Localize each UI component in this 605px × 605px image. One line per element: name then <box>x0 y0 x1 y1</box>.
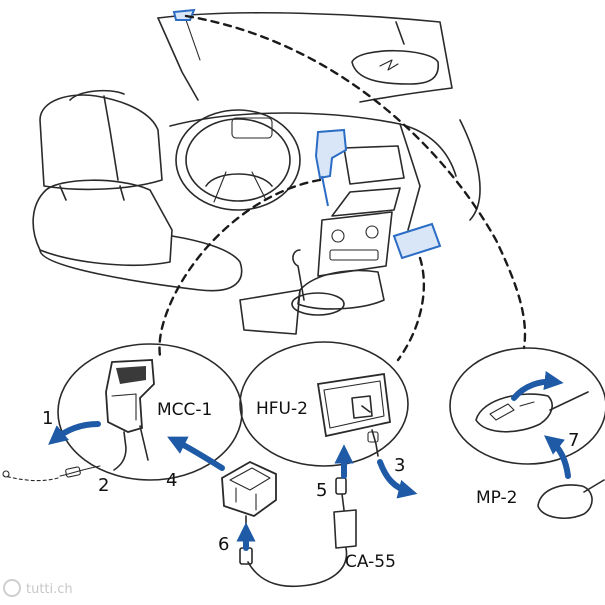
label-mcc: MCC-1 <box>157 400 212 420</box>
label-hfu: HFU-2 <box>256 399 308 419</box>
arrow-1 <box>48 421 101 445</box>
arrow-7-bottom <box>544 435 571 479</box>
arrow-3 <box>377 459 418 499</box>
arrow-7-top <box>511 371 564 401</box>
ca55-cable <box>239 477 357 588</box>
mounted-hfu-highlight <box>392 222 442 260</box>
detail-circle-hfu <box>239 341 409 467</box>
car-interior <box>32 11 481 335</box>
label-ca: CA-55 <box>345 552 396 572</box>
watermark-text: tutti.ch <box>26 582 73 597</box>
mounted-holder-highlight <box>314 128 348 207</box>
hfu-unit <box>316 372 391 457</box>
mounted-mic-highlight <box>172 8 196 21</box>
mcc-holder <box>105 359 155 471</box>
step-7: 7 <box>568 430 579 451</box>
detail-circle-mcc <box>57 343 243 481</box>
arrow-4 <box>167 436 225 471</box>
watermark: tutti.ch <box>3 579 73 597</box>
step-1: 1 <box>42 408 53 429</box>
steering-wheel <box>175 109 301 211</box>
step-3: 3 <box>394 455 405 476</box>
cable-left <box>2 465 101 482</box>
center-console <box>239 145 405 335</box>
step-5: 5 <box>316 480 327 501</box>
rearview-mirror <box>351 21 439 85</box>
step-arrows <box>48 371 571 551</box>
mp-microphone <box>475 391 605 519</box>
step-6: 6 <box>218 534 229 555</box>
step-2: 2 <box>98 475 109 496</box>
driver-seat <box>32 89 243 292</box>
step-4: 4 <box>166 470 177 491</box>
leader-lines <box>158 14 527 362</box>
label-mp: MP-2 <box>476 488 518 508</box>
detail-circle-mp <box>449 347 605 465</box>
